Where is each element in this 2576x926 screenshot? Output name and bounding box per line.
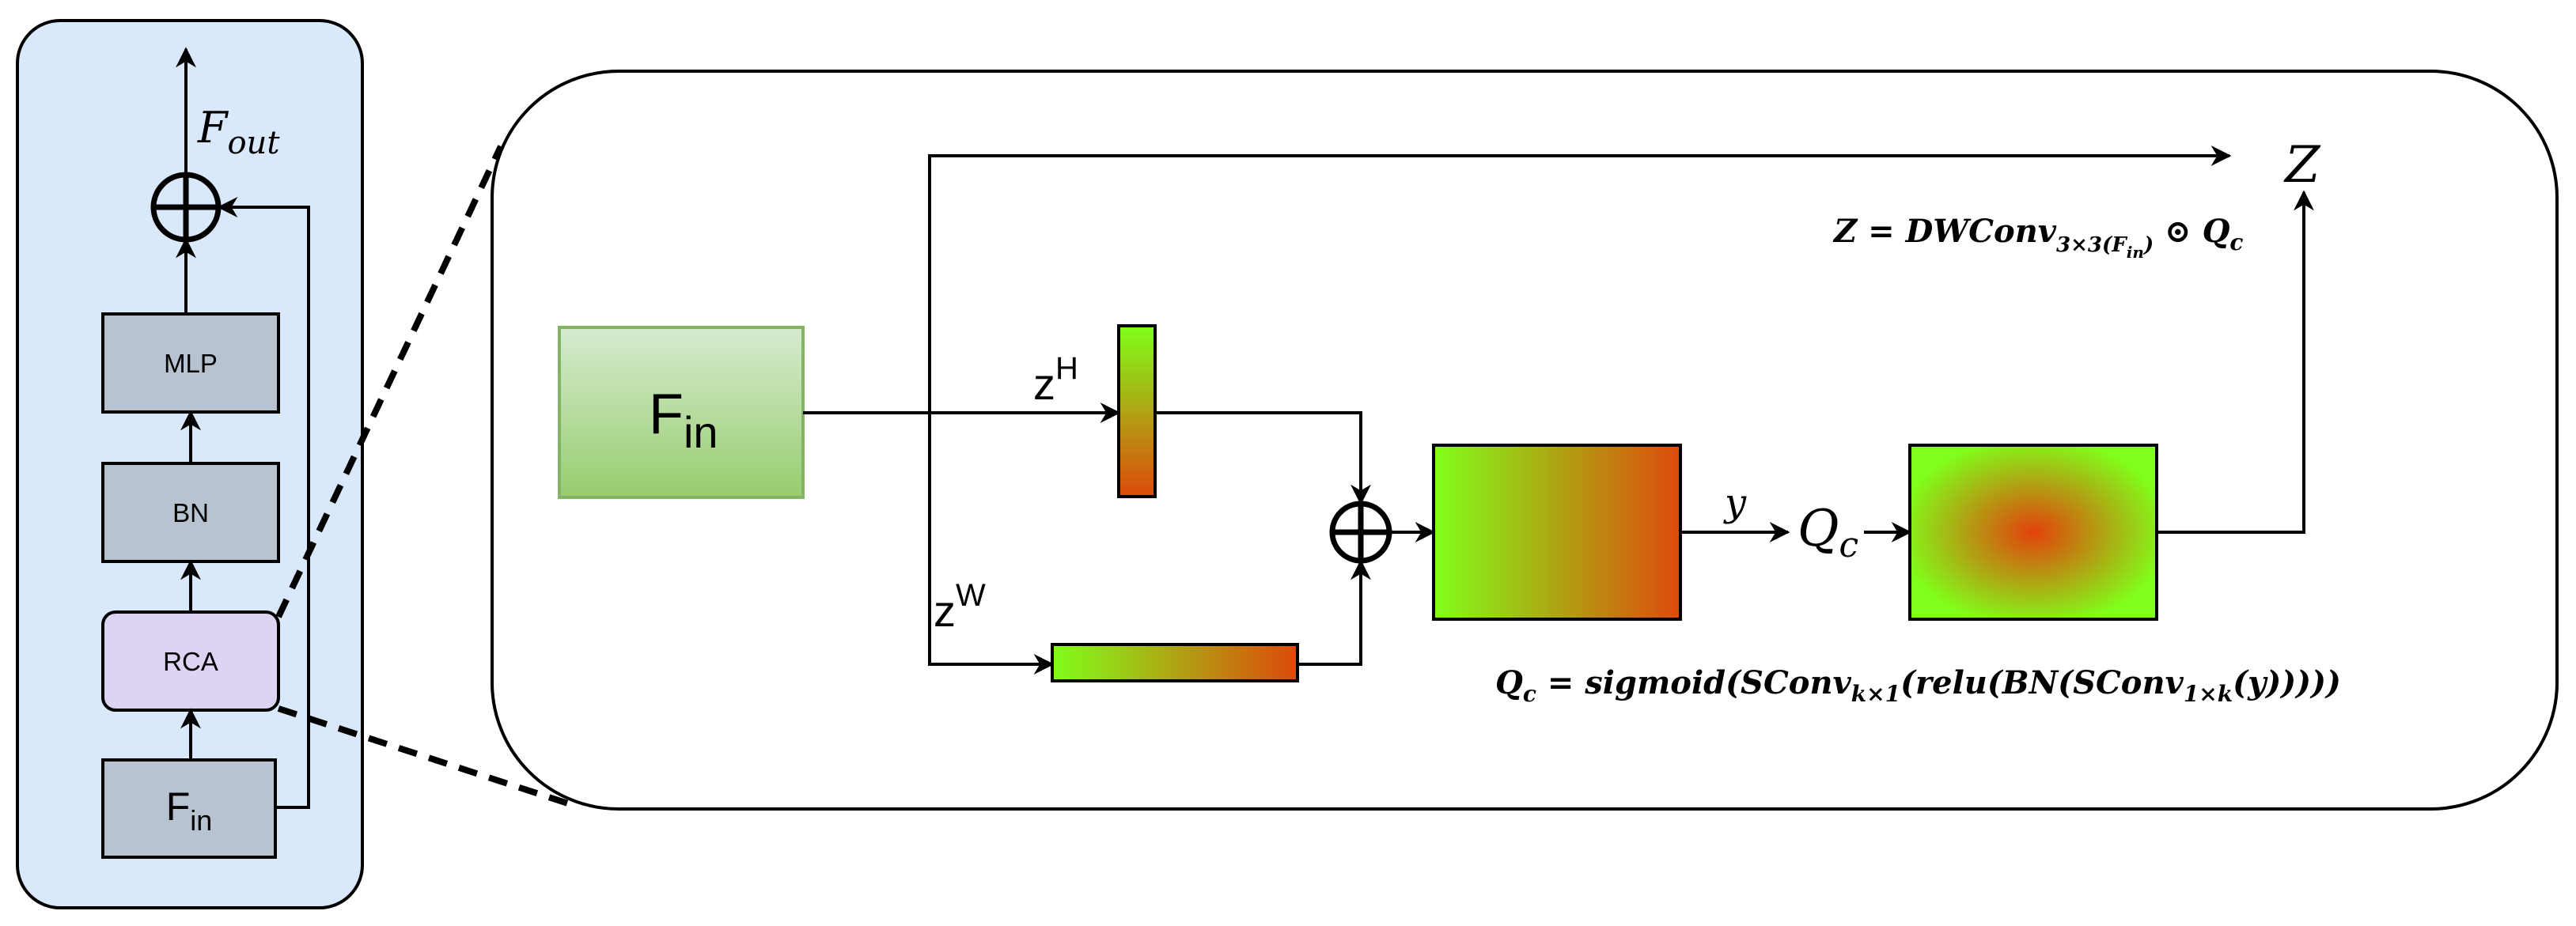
zoom-connector-top: [275, 145, 504, 618]
fout-label: Fout: [197, 103, 280, 161]
z-formula: Z = DWConv3×3(Fin) ⊙ Qc: [1832, 213, 2243, 262]
qc-label: Qc: [1798, 500, 1858, 565]
right-sum-icon: [1329, 501, 1392, 564]
z-label: Z: [2283, 136, 2321, 195]
zoom-connector-bottom: [277, 705, 579, 810]
residual-connection: [217, 197, 310, 809]
left-sum-icon: [150, 172, 222, 243]
skip-line-to-z: [928, 146, 2232, 413]
right-panel: [491, 70, 2559, 811]
left-fin-label: Fin: [166, 784, 213, 837]
zw-arrow: [928, 413, 1055, 675]
zh-to-sum: [1155, 411, 1371, 505]
attention-map: [1908, 444, 2158, 621]
left-bn-label: BN: [172, 498, 209, 527]
y-label: y: [1723, 481, 1747, 525]
qc-formula: Qc = sigmoid(SConvk×1(relu(BN(SConv1×k(y…: [1495, 664, 2341, 707]
zh-label: zH: [1033, 351, 1078, 409]
zh-feature-bar: [1117, 324, 1157, 498]
zw-to-sum: [1297, 559, 1371, 666]
attention-to-z: [2157, 190, 2314, 534]
zw-feature-bar: [1051, 643, 1299, 682]
input-fin-label: Fin: [649, 383, 718, 457]
left-fin-block: [101, 758, 277, 859]
zw-label: zW: [934, 578, 986, 636]
y-feature-map: [1432, 444, 1682, 621]
left-mlp-label: MLP: [164, 349, 218, 378]
left-rca-label: RCA: [163, 647, 218, 676]
